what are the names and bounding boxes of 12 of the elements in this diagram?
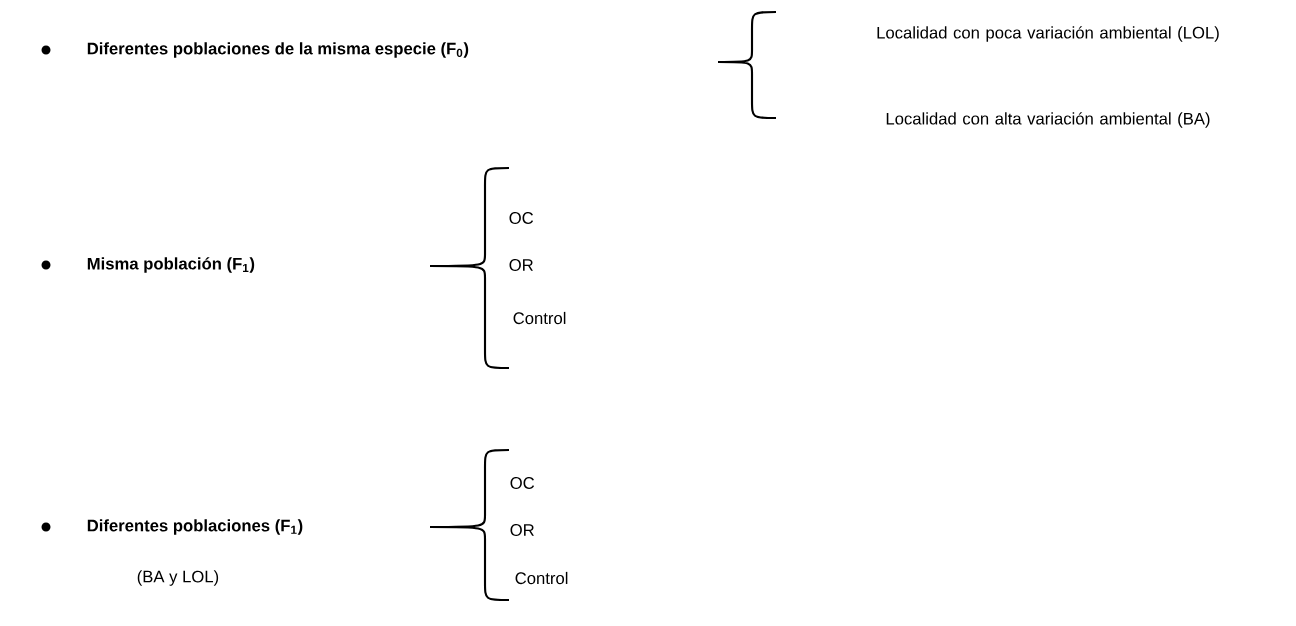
label: Control [513,311,566,325]
heading: Misma población (F$_{1}$) [87,257,255,273]
label: Control [515,571,568,585]
label: OR [509,259,533,271]
label: (BA y LOL) [137,570,219,586]
label: OC [509,212,534,224]
heading: Diferentes poblaciones (F$_{1}$) [87,519,303,535]
label: OC [510,477,535,489]
heading: Diferentes poblaciones de la misma especie (F$_{0}$) [87,42,469,58]
label: Localidad con alta variación ambiental (BA) [886,112,1210,128]
label: Localidad con poca variación ambiental (LOL) [877,26,1219,42]
label: OR [510,524,534,536]
